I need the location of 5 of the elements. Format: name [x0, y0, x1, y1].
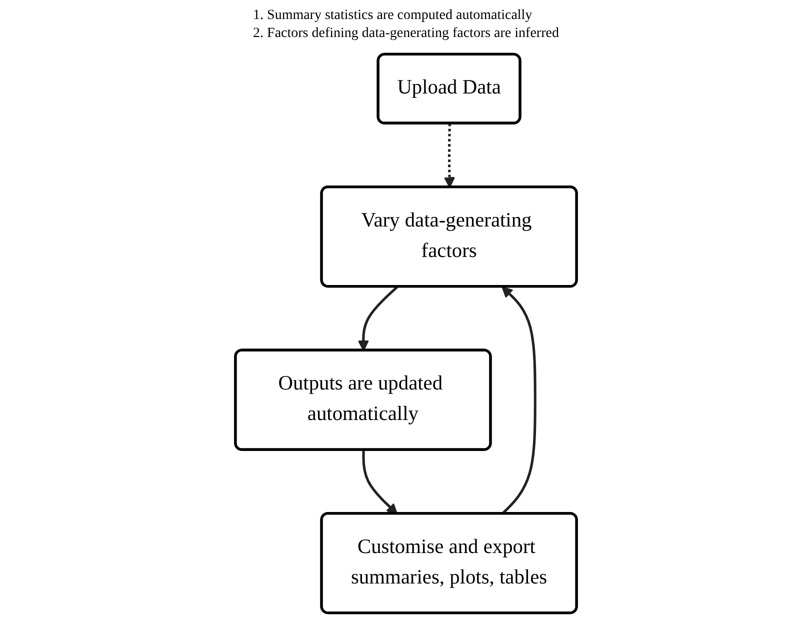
arrow: [358, 286, 398, 352]
note-text: 1. Summary statistics are computed automatically: [253, 8, 534, 24]
arrow: [444, 124, 456, 188]
arrow: [362, 450, 398, 514]
note-text: 2. Factors defining data-generating factors are inferred: [253, 26, 559, 42]
